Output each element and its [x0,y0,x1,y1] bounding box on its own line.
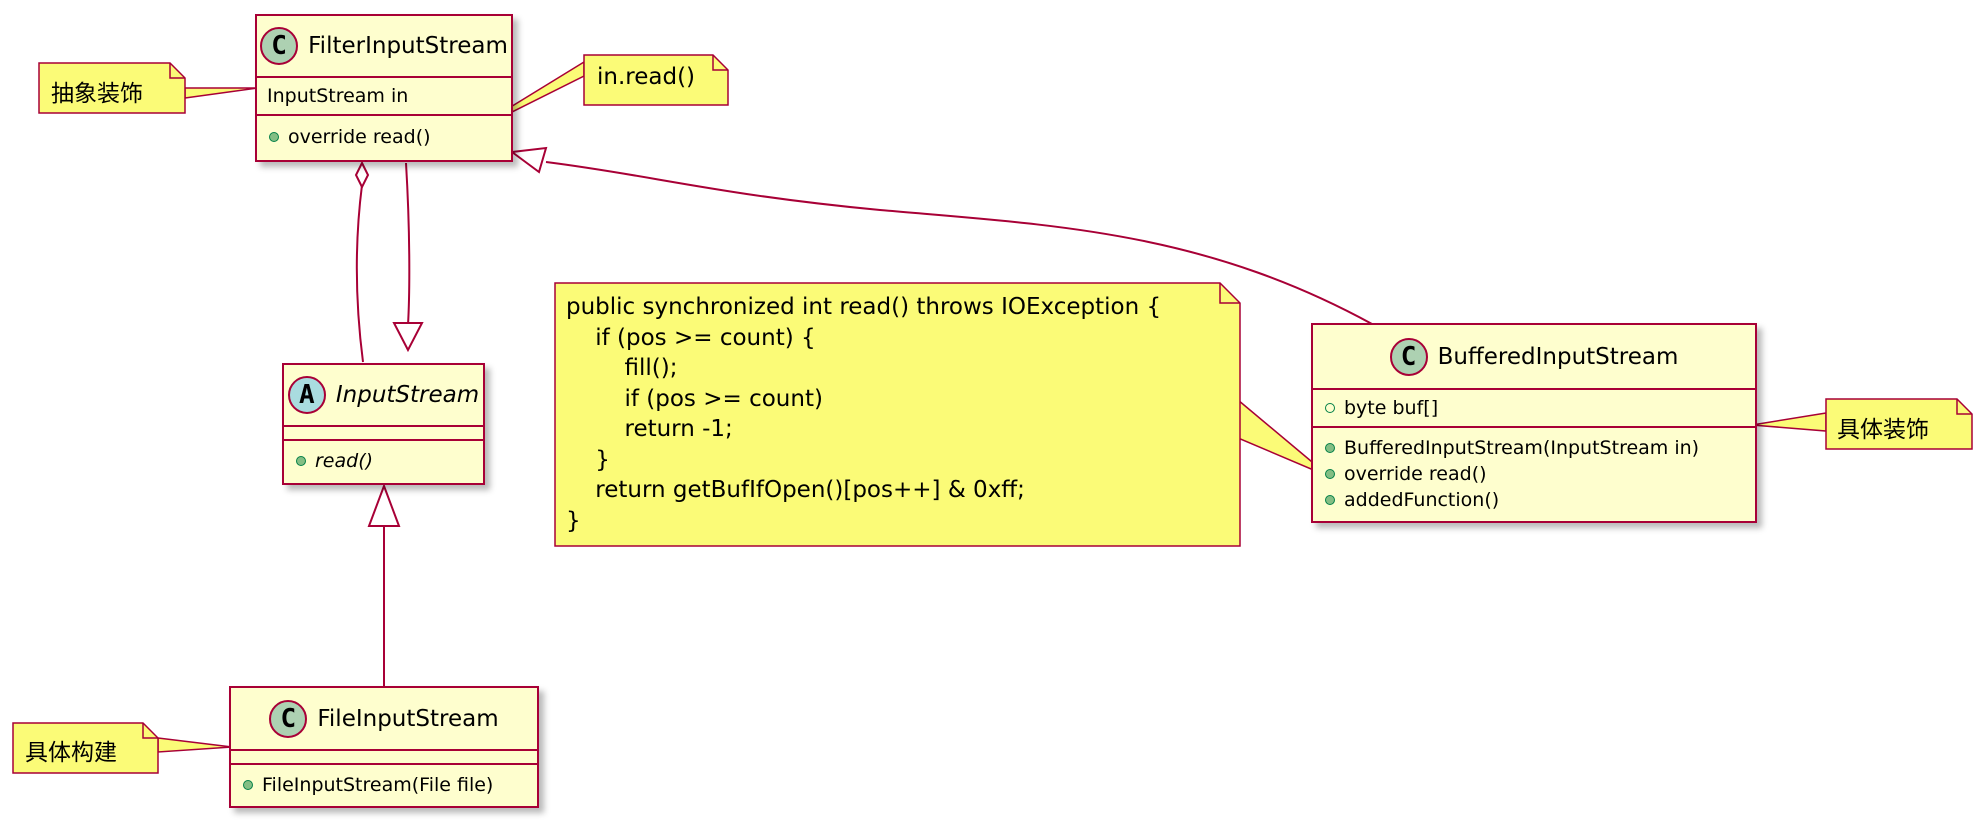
class-header: C BufferedInputStream [1313,325,1755,390]
field-row: byte buf[] [1313,395,1438,421]
code-block: public synchronized int read() throws IO… [566,292,1161,536]
code-line: fill(); [566,355,678,381]
method-label: read() [315,450,374,472]
fields-section [231,751,537,765]
class-stereotype-icon: C [269,699,308,738]
note-shape [38,62,186,114]
aggregation-diamond [354,160,370,190]
class-stereotype-icon: C [1389,337,1428,376]
public-method-icon [296,456,306,466]
note-shape [554,282,1241,547]
methods-section: FileInputStream(File file) [231,765,537,805]
note-shape [583,54,729,106]
aggregation-edge [355,184,364,363]
field-label: byte buf[] [1344,397,1439,419]
code-line: } [566,507,581,534]
note-concrete-decorator: 具体装饰 [1825,398,1973,450]
abstract-stereotype-icon: A [287,376,326,414]
note-text: in.read() [597,64,696,90]
fields-section: InputStream in [257,78,511,116]
method-label: BufferedInputStream(InputStream in) [1344,437,1700,459]
method-label: override read() [1344,463,1487,485]
generalization-arrowhead [509,146,548,174]
method-row: override read() [1313,461,1755,487]
class-file-input-stream[interactable]: C FileInputStream FileInputStream(File f… [229,686,539,808]
note-concrete-component: 具体构建 [12,722,159,774]
code-line: if (pos >= count) [566,385,823,412]
public-method-icon [243,780,253,790]
class-header: C FileInputStream [231,688,537,751]
note-pointer-concrete-decorator [1751,412,1827,432]
fields-section: byte buf[] [1313,390,1755,428]
class-header: C FilterInputStream [257,16,511,78]
public-method-icon [1325,443,1335,453]
method-row: addedFunction() [1313,487,1755,513]
note-shape [1825,398,1973,450]
class-name: InputStream [335,382,480,408]
class-name: FileInputStream [317,705,499,732]
method-label: override read() [288,126,431,148]
note-code-snippet: public synchronized int read() throws IO… [554,282,1241,547]
class-filter-input-stream[interactable]: C FilterInputStream InputStream in overr… [255,14,513,162]
methods-section: override read() [257,116,511,158]
generalization-arrowhead [367,483,401,527]
class-stereotype-icon: C [260,27,299,65]
method-label: addedFunction() [1344,489,1500,511]
public-field-icon [1325,403,1335,413]
field-label: InputStream in [267,85,409,107]
method-row: BufferedInputStream(InputStream in) [1313,435,1755,461]
note-text: 抽象装饰 [51,81,143,107]
note-pointer-abstract-decorator [184,87,259,99]
public-method-icon [1325,469,1335,479]
public-method-icon [1325,495,1335,505]
note-abstract-decorator: 抽象装饰 [38,62,186,114]
methods-section: BufferedInputStream(InputStream in) over… [1313,428,1755,513]
class-input-stream[interactable]: A InputStream read() [282,363,485,485]
note-shape [12,722,159,774]
generalization-arrowhead [392,322,424,353]
code-line: if (pos >= count) { [566,324,816,351]
note-pointer-concrete-component [157,737,233,753]
class-header: A InputStream [284,365,483,427]
methods-section: read() [284,441,483,481]
note-in-read: in.read() [583,54,729,106]
method-row: override read() [257,124,431,150]
class-buffered-input-stream[interactable]: C BufferedInputStream byte buf[] Buffere… [1311,323,1757,523]
note-text: 具体装饰 [1837,417,1929,443]
code-line: return getBufIfOpen()[pos++] & 0xff; [566,477,1025,503]
note-text: 具体构建 [25,740,117,766]
code-line: public synchronized int read() throws IO… [566,294,1162,320]
field-row: InputStream in [257,83,408,109]
generalization-edge-filter-input [405,162,411,326]
class-name: FilterInputStream [308,33,508,59]
code-line: return -1; [566,416,733,442]
method-label: FileInputStream(File file) [262,774,494,796]
public-method-icon [269,132,279,142]
fields-section [284,427,483,441]
generalization-edge-buffered-filter [545,161,1373,325]
method-row: read() [284,448,373,474]
code-line: } [566,446,610,473]
method-row: FileInputStream(File file) [231,772,493,798]
class-name: BufferedInputStream [1437,343,1679,370]
